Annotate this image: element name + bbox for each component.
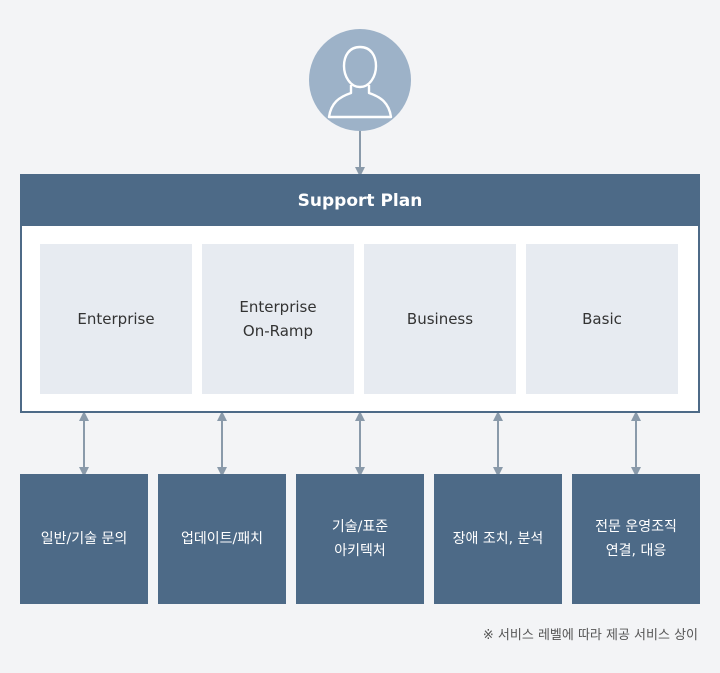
feature-label: 업데이트/패치 [181,531,263,547]
feature-label-line2: 아키텍처 [334,543,386,559]
plan-card-enterprise: Enterprise [40,244,192,394]
plan-label: Business [406,310,474,328]
support-plan-box: Support Plan Enterprise Enterprise On-Ra… [20,174,700,413]
plan-label: Enterprise [239,298,317,316]
feature-box-tech-architecture: 기술/표준 아키텍처 [296,474,424,604]
plan-card-business: Business [364,244,516,394]
plan-label-line2: On-Ramp [242,322,314,340]
plan-card-enterprise-on-ramp: Enterprise On-Ramp [202,244,354,394]
feature-label-line2: 연결, 대응 [605,543,667,559]
feature-label: 일반/기술 문의 [40,531,128,547]
plan-card-basic: Basic [526,244,678,394]
feature-box-failover-analysis: 장애 조치, 분석 [434,474,562,604]
feature-label: 장애 조치, 분석 [452,531,544,547]
feature-box-general-inquiry: 일반/기술 문의 [20,474,148,604]
user-avatar [309,29,411,131]
plan-label: Basic [582,310,622,328]
user-icon [327,45,393,119]
footnote: ※ 서비스 레벨에 따라 제공 서비스 상이 [482,628,698,643]
feature-label: 기술/표준 [331,519,389,535]
plan-label: Enterprise [77,310,155,328]
support-plan-title: Support Plan [22,176,698,226]
feature-box-expert-ops: 전문 운영조직 연결, 대응 [572,474,700,604]
feature-label: 전문 운영조직 [595,519,677,535]
feature-box-update-patch: 업데이트/패치 [158,474,286,604]
